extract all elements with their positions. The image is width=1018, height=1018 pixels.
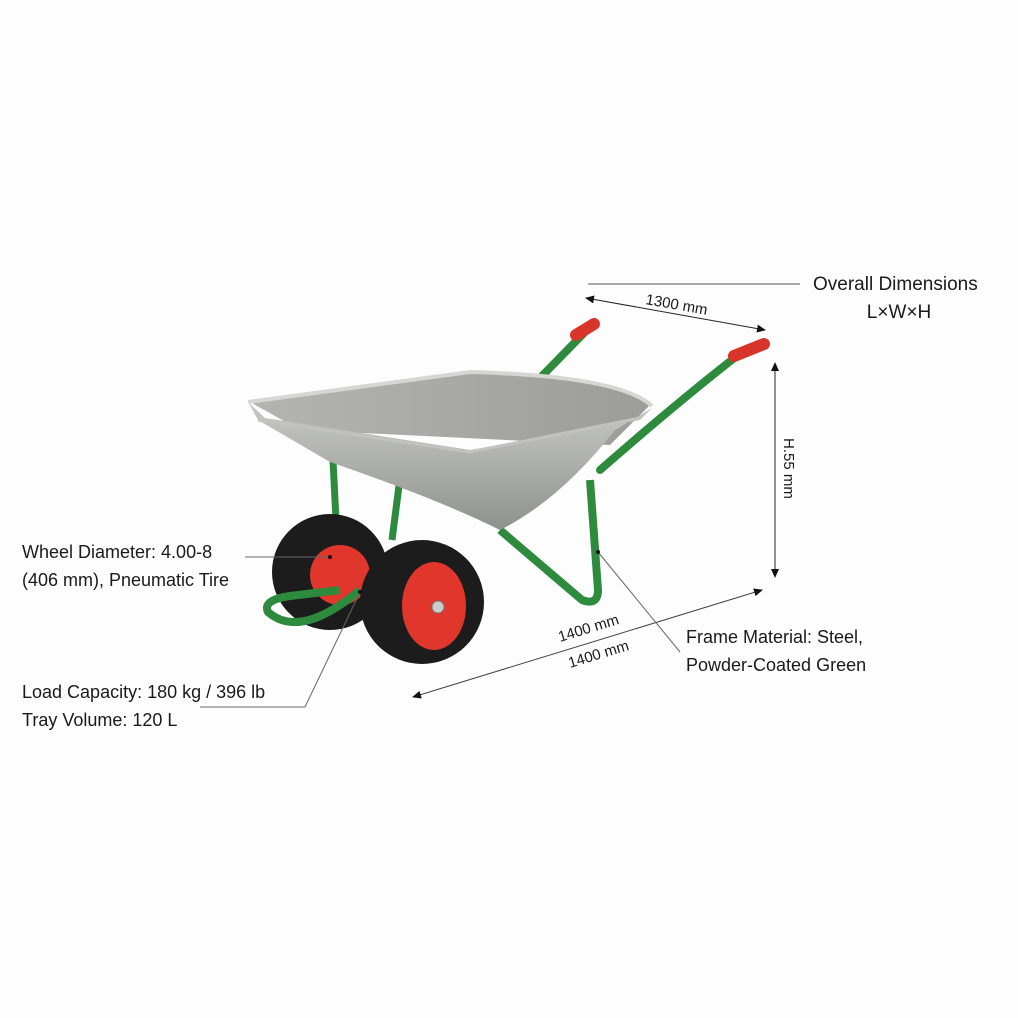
grip-right xyxy=(728,338,770,362)
load-leader-dot xyxy=(358,590,362,594)
wheel-leader-dot xyxy=(328,555,332,559)
frame-callout-line1: Frame Material: Steel, xyxy=(686,627,863,647)
handle-right xyxy=(596,348,746,474)
tray-inside xyxy=(250,372,650,445)
wheel-axle xyxy=(431,600,445,614)
length-dimension-arrow xyxy=(412,588,763,699)
load-callout-line1: Load Capacity: 180 kg / 396 lb xyxy=(22,682,265,702)
length-dimension-label-2: 1400 mm xyxy=(566,637,631,672)
overall-dimensions-subtitle: L×W×H xyxy=(867,302,931,323)
length-dimension-label-1: 1400 mm xyxy=(556,611,621,646)
frame-leader-dot xyxy=(596,550,600,554)
wheel-callout-line1: Wheel Diameter: 4.00-8 xyxy=(22,542,212,562)
front-strut xyxy=(329,459,404,541)
height-dimension-label: H.55 mm xyxy=(780,438,797,499)
width-dimension-arrow xyxy=(585,295,766,333)
wheel-callout-line2: (406 mm), Pneumatic Tire xyxy=(22,570,229,590)
overall-dimensions-title: Overall Dimensions xyxy=(813,274,978,295)
tray-lower-edge xyxy=(257,416,641,454)
tray-rim xyxy=(247,369,654,408)
frame-callout-line2: Powder-Coated Green xyxy=(686,655,866,675)
load-callout-line2: Tray Volume: 120 L xyxy=(22,710,177,730)
frame-leader-line xyxy=(597,551,681,653)
load-leader-line xyxy=(200,591,361,708)
grip-left xyxy=(570,318,600,341)
front-bar xyxy=(263,586,363,627)
